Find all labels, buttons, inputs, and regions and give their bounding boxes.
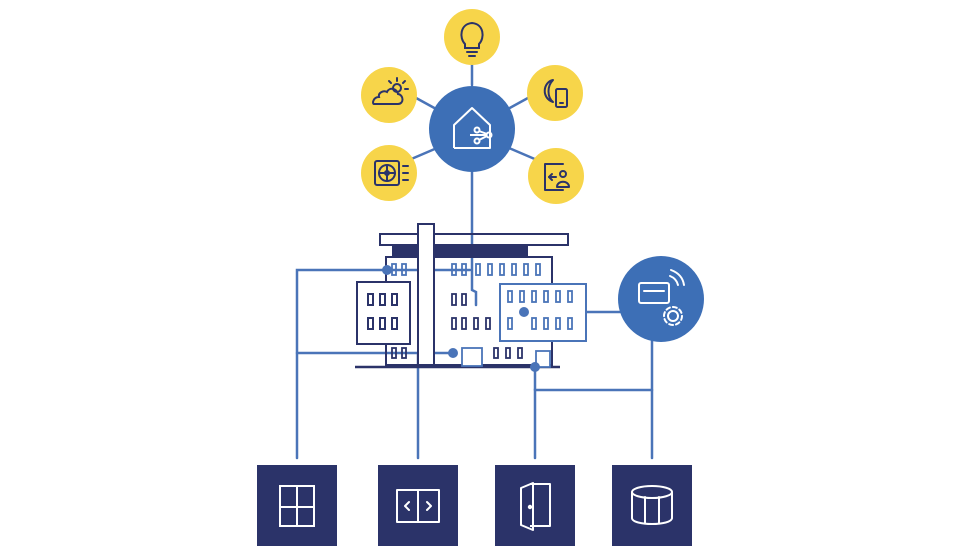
node-highlight-block [519,307,529,317]
upper-windows [391,263,541,276]
window-icon [279,485,315,527]
link-hub-presence [507,146,539,162]
connection-nodes [382,265,540,372]
endpoint-revolving-door-tile [612,465,692,546]
node-side-door [530,362,540,372]
sensor-presence [528,148,584,204]
building-entrance [461,347,483,367]
hub-circle [429,86,515,172]
sliding-door-icon [396,489,440,523]
building-parapet [392,245,528,257]
light-bulb-icon [460,21,484,57]
endpoint-door-tile [495,465,575,546]
remote-node [618,256,704,342]
revolving-door-icon [631,485,673,525]
node-upper-left [382,265,392,275]
link-hub-building [470,170,478,307]
endpoint-door [495,465,575,546]
remote-circle [618,256,704,342]
left-wing-windows [367,293,398,330]
sensor-weather [361,67,417,123]
sensor-night [527,65,583,121]
middle-windows [451,293,491,330]
presence-person-icon [544,163,570,191]
building-left-wing [356,281,411,345]
highlighted-windows [507,290,573,330]
sun-cloud-weather-icon [372,77,409,105]
node-ground-left [448,348,458,358]
link-door-bus [533,388,654,460]
sensor-fan [361,145,417,201]
sensor-bulb-circle [444,9,500,65]
building-tower [417,223,435,366]
building-side-door [535,350,551,368]
building-roof [379,233,569,246]
endpoint-window [257,465,337,546]
night-mode-phone-icon [543,79,568,108]
ground-windows [391,347,523,359]
wireless-remote-settings-icon [638,269,685,326]
door-icon [520,482,551,531]
hub-node [429,86,515,172]
link-hub-fan [407,146,439,162]
smart-home-control-icon [453,107,493,149]
endpoint-revolving-door [612,465,692,546]
ventilation-fan-icon [374,160,409,186]
endpoint-sliding-door [378,465,458,546]
sensor-bulb [444,9,500,65]
highlighted-floor-block [499,283,587,342]
office-building-icon [355,223,587,369]
sensor-weather-circle [361,67,417,123]
link-window-upper [295,268,389,460]
